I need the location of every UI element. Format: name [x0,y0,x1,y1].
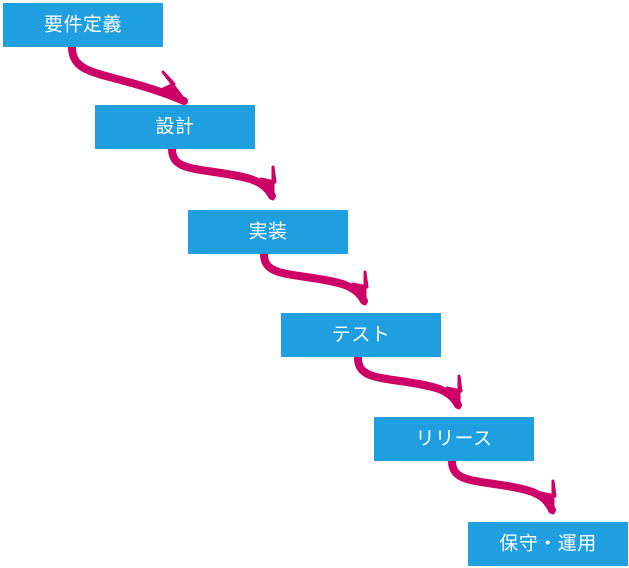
phase-label-implement: 実装 [248,220,288,242]
phase-box-test[interactable]: テスト [281,313,441,357]
arrow-implement-to-test [260,250,369,306]
phase-box-maintenance[interactable]: 保守・運用 [468,522,628,566]
arrow-test-to-release-shaft [354,354,462,409]
arrow-implement-to-test-shaft [260,250,368,305]
phase-label-release: リリース [415,427,493,449]
arrow-test-to-release-head [445,374,463,410]
arrow-requirements-to-design [68,43,188,105]
arrow-requirements-to-design-shaft [68,43,188,105]
arrow-release-to-maintenance-head [539,479,557,515]
phase-label-requirements: 要件定義 [43,13,122,35]
arrow-design-to-implement [168,145,277,201]
phase-label-test: テスト [331,323,391,345]
arrow-release-to-maintenance [448,457,557,515]
phase-box-implement[interactable]: 実装 [188,210,348,254]
phase-label-design: 設計 [155,115,195,137]
arrow-design-to-implement-shaft [168,145,276,200]
arrow-design-to-implement-head [259,165,277,201]
arrow-release-to-maintenance-shaft [448,457,556,514]
arrow-requirements-to-design-head [159,70,188,104]
arrow-test-to-release [354,354,463,410]
phase-box-design[interactable]: 設計 [95,105,255,149]
arrow-implement-to-test-head [351,270,369,306]
phase-box-requirements[interactable]: 要件定義 [3,3,163,47]
phase-label-maintenance: 保守・運用 [499,532,597,554]
phase-box-release[interactable]: リリース [374,417,534,461]
